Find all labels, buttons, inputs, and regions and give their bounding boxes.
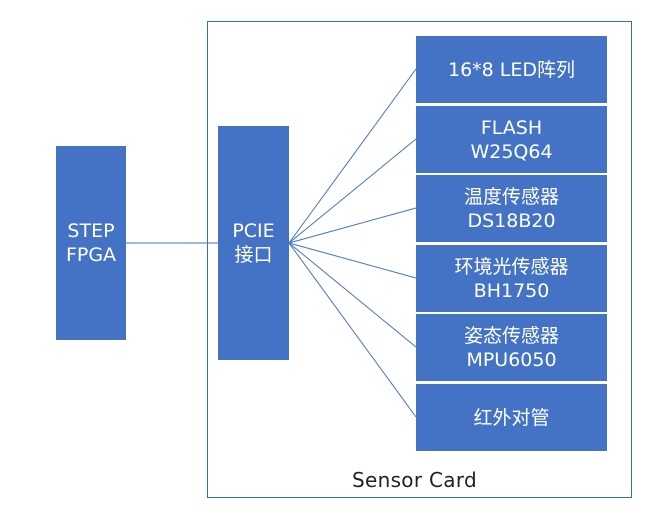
attitude-sensor-label: 姿态传感器 xyxy=(463,324,559,347)
ambient-light-sensor-model: BH1750 xyxy=(473,279,550,302)
pcie-ir-line xyxy=(288,242,417,418)
pcie-label-line2: 接口 xyxy=(234,244,273,266)
fpga-label-line2: FPGA xyxy=(65,244,117,266)
flash-label: FLASH xyxy=(480,116,543,139)
temperature-sensor-model: DS18B20 xyxy=(467,209,556,232)
pcie-temp-line xyxy=(288,207,417,244)
sensor-card-label: Sensor Card xyxy=(352,468,477,492)
flash-block: FLASH W25Q64 xyxy=(416,106,607,173)
ambient-light-sensor-block: 环境光传感器 BH1750 xyxy=(416,245,607,312)
flash-model: W25Q64 xyxy=(470,140,553,163)
fpga-label-line1: STEP xyxy=(67,220,115,242)
fpga-block: STEP FPGA xyxy=(56,146,126,340)
temperature-sensor-block: 温度传感器 DS18B20 xyxy=(416,175,607,242)
infrared-pair-label: 红外对管 xyxy=(473,406,550,429)
attitude-sensor-block: 姿态传感器 MPU6050 xyxy=(416,314,607,381)
sensor-card-frame xyxy=(207,21,632,498)
infrared-pair-block: 红外对管 xyxy=(416,384,607,451)
led-array-block: 16*8 LED阵列 xyxy=(416,36,607,103)
attitude-sensor-model: MPU6050 xyxy=(466,348,557,371)
led-array-label: 16*8 LED阵列 xyxy=(447,58,576,81)
pcie-label-line1: PCIE xyxy=(232,220,275,242)
pcie-block: PCIE 接口 xyxy=(218,126,289,360)
pcie-led-line xyxy=(288,68,417,244)
pcie-light-line xyxy=(288,242,417,279)
pcie-flash-line xyxy=(288,138,417,244)
ambient-light-sensor-label: 环境光传感器 xyxy=(454,255,569,278)
pcie-imu-line xyxy=(288,242,417,348)
temperature-sensor-label: 温度传感器 xyxy=(463,185,559,208)
